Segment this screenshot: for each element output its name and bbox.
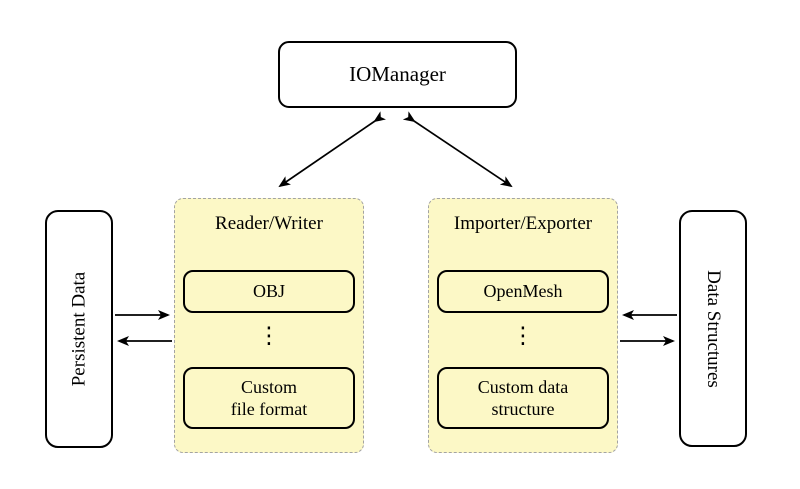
importer-exporter-panel: Importer/Exporter OpenMesh ⋮ Custom data… <box>428 198 618 453</box>
persistent-data-label: Persistent Data <box>68 271 90 387</box>
openmesh-node: OpenMesh <box>437 270 609 313</box>
reader-writer-panel: Reader/Writer OBJ ⋮ Custom file format <box>174 198 364 453</box>
obj-label: OBJ <box>252 281 285 302</box>
data-structures-label: Data Structures <box>703 269 724 388</box>
custom-data-structure-node: Custom data structure <box>437 367 609 429</box>
obj-node: OBJ <box>183 270 355 313</box>
reader-writer-title: Reader/Writer <box>215 213 323 234</box>
vertical-ellipsis: ⋮ <box>257 323 281 349</box>
persistent-data-node: Persistent Data <box>45 210 113 448</box>
custom-data-structure-line2: structure <box>491 399 555 419</box>
openmesh-label: OpenMesh <box>483 281 563 302</box>
arrow-iomanager-importerexporter <box>402 111 513 188</box>
importer-exporter-title: Importer/Exporter <box>453 213 593 234</box>
io-manager-label: IOManager <box>349 62 446 86</box>
custom-file-format-line2: file format <box>230 399 308 419</box>
io-manager-node: IOManager <box>278 41 517 108</box>
custom-file-format-line1: Custom <box>240 376 297 397</box>
vertical-ellipsis: ⋮ <box>511 323 535 349</box>
data-structures-node: Data Structures <box>679 210 747 447</box>
arrow-iomanager-readerwriter <box>278 111 387 188</box>
custom-data-structure-line1: Custom data <box>477 376 569 397</box>
custom-file-format-node: Custom file format <box>183 367 355 429</box>
